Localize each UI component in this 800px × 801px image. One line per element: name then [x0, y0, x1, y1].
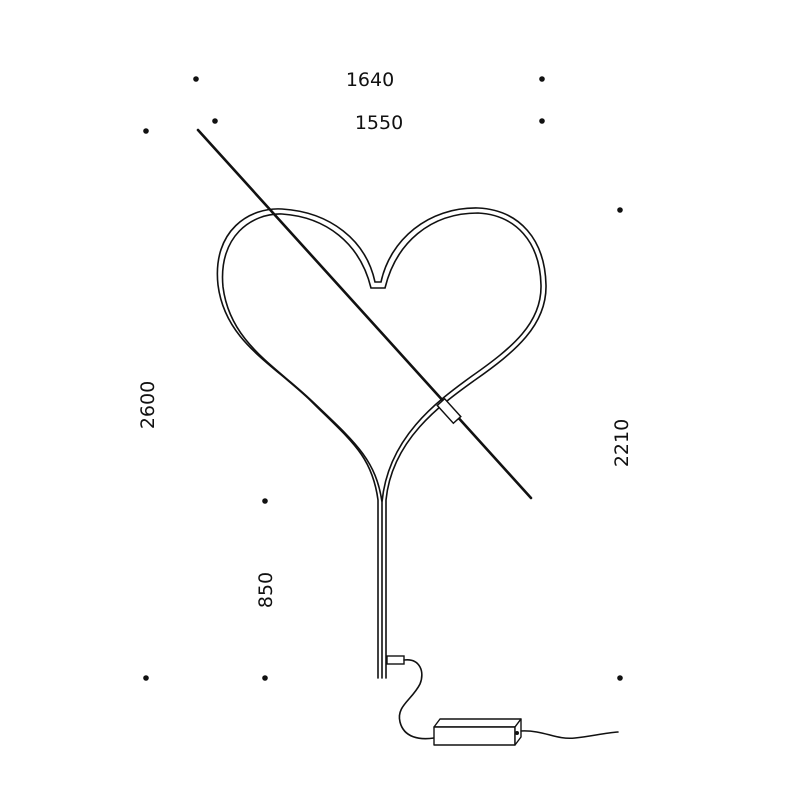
dot-height-2210-top [617, 207, 623, 213]
dot-width-1550-left [212, 118, 218, 124]
rod-clamp [436, 397, 462, 425]
heart-inner-line [221, 212, 542, 679]
driver-switch [515, 731, 519, 735]
dimension-label-2210: 2210 [611, 419, 633, 467]
driver-box-top [433, 718, 522, 728]
mains-cable [520, 730, 619, 739]
power-driver-box [433, 718, 522, 746]
dot-width-1550-right [539, 118, 545, 124]
cable-connector [386, 655, 405, 665]
dot-width-1640-right [539, 76, 545, 82]
dot-height-850-top [262, 498, 268, 504]
dimension-label-2600: 2600 [137, 381, 159, 429]
power-cable [398, 659, 435, 740]
dimension-label-850: 850 [255, 572, 277, 608]
dimension-label-1640: 1640 [346, 69, 394, 91]
dot-width-1640-left [193, 76, 199, 82]
heart-tube [216, 207, 547, 679]
dot-height-2600-top [143, 128, 149, 134]
dot-height-2600-bottom [143, 675, 149, 681]
dimension-label-1550: 1550 [355, 112, 403, 134]
diagonal-rod [196, 128, 533, 500]
driver-box-front [433, 726, 516, 746]
dimension-dots [143, 76, 623, 681]
dot-height-2210-bottom [617, 675, 623, 681]
dot-height-850-bottom [262, 675, 268, 681]
